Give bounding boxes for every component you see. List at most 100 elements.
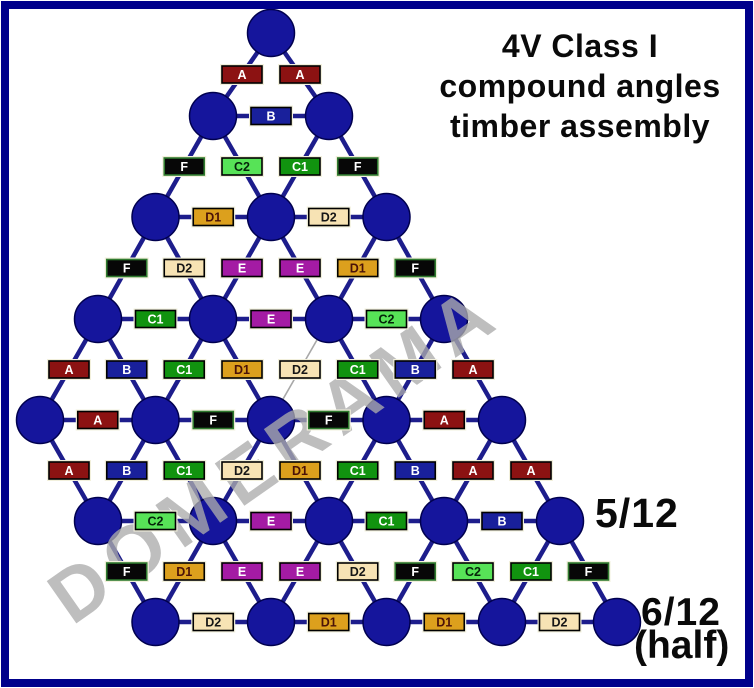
label-box (192, 207, 235, 227)
strut-label: F (393, 257, 438, 279)
label-box (279, 157, 321, 176)
hub-node (362, 395, 411, 445)
label-text: F (354, 160, 362, 174)
hub-node (592, 597, 642, 647)
label-text: F (585, 565, 593, 579)
strut-label: D1 (422, 611, 467, 633)
label-box (105, 360, 148, 379)
hub-node (419, 294, 469, 344)
label-box (134, 511, 177, 531)
label-box (221, 562, 263, 581)
label-box (307, 207, 350, 227)
strut-label: A (47, 359, 91, 380)
strut-label: A (422, 409, 467, 431)
label-text: A (526, 464, 535, 478)
strut-label: B (480, 510, 524, 532)
strut-label: C1 (162, 460, 207, 481)
hub-node (15, 395, 65, 445)
label-text: C1 (350, 464, 366, 478)
label-text: E (296, 565, 304, 579)
strut-label: E (249, 308, 293, 330)
label-box (192, 612, 235, 632)
label-text: D1 (436, 616, 452, 630)
hub-node (362, 192, 411, 242)
label-text: F (180, 160, 188, 174)
strut-label: C1 (133, 308, 178, 330)
label-box (452, 562, 494, 581)
label-text: F (123, 262, 131, 276)
strut-label: A (451, 359, 495, 380)
label-text: C1 (148, 313, 164, 327)
hub-node (246, 192, 296, 242)
hub-node (73, 294, 123, 344)
label-box (48, 461, 90, 480)
label-text: C1 (176, 464, 192, 478)
label-box (163, 258, 206, 278)
hub-node (419, 496, 469, 546)
label-text: D1 (292, 464, 308, 478)
label-box (163, 360, 206, 379)
strut-label: D1 (306, 611, 351, 633)
strut-label: E (220, 257, 264, 279)
label-box (336, 258, 379, 278)
label-text: E (238, 565, 246, 579)
hub-node (535, 496, 585, 546)
label-text: B (266, 110, 275, 124)
label-box (105, 461, 148, 480)
hub-node (131, 597, 180, 647)
label-text: D2 (205, 616, 221, 630)
label-text: C1 (523, 565, 539, 579)
strut-label: A (220, 64, 264, 85)
strut-label: D2 (537, 611, 582, 633)
hub-node (188, 496, 238, 546)
label-text: D1 (176, 565, 192, 579)
strut-label: D2 (278, 359, 322, 380)
label-box (365, 309, 408, 329)
label-text: F (325, 414, 333, 428)
strut-label: A (278, 64, 322, 85)
label-text: C1 (176, 363, 192, 377)
strut-label: C1 (509, 561, 553, 582)
label-box (279, 461, 321, 480)
label-box (163, 461, 206, 480)
strut-label: C1 (364, 510, 409, 532)
label-text: B (411, 363, 420, 377)
label-box (279, 65, 321, 84)
six-twelfths-label: 6/12 (641, 591, 721, 634)
label-box (250, 511, 292, 531)
label-box (336, 157, 379, 176)
label-text: C1 (292, 160, 308, 174)
label-text: C2 (465, 565, 481, 579)
strut-label: C2 (220, 156, 264, 177)
label-box (394, 461, 437, 480)
label-text: F (123, 565, 131, 579)
label-text: D2 (552, 616, 568, 630)
hub-node (188, 294, 238, 344)
strut-label: B (249, 105, 293, 127)
title-line-3: timber assembly (449, 108, 711, 144)
strut-label: D1 (191, 206, 236, 228)
label-text: D1 (234, 363, 250, 377)
half-label: (half) (634, 624, 730, 667)
title-line-1: 4V Class I (501, 28, 659, 64)
label-text: A (440, 414, 449, 428)
hub-node (246, 597, 296, 647)
label-box (365, 511, 408, 531)
label-text: D2 (350, 565, 366, 579)
label-text: A (295, 68, 304, 82)
hub-node (131, 395, 180, 445)
label-text: D1 (205, 211, 221, 225)
label-text: C1 (379, 515, 395, 529)
label-text: F (411, 565, 419, 579)
strut-label: C2 (133, 510, 178, 532)
five-twelfths-label: 5/12 (595, 490, 679, 536)
hub-node (477, 597, 527, 647)
label-box (394, 258, 437, 278)
nodes-layer (15, 8, 642, 647)
label-box (221, 360, 263, 379)
label-text: E (267, 515, 275, 529)
label-box (510, 562, 552, 581)
strut-label: B (104, 359, 149, 380)
hub-node (131, 192, 180, 242)
